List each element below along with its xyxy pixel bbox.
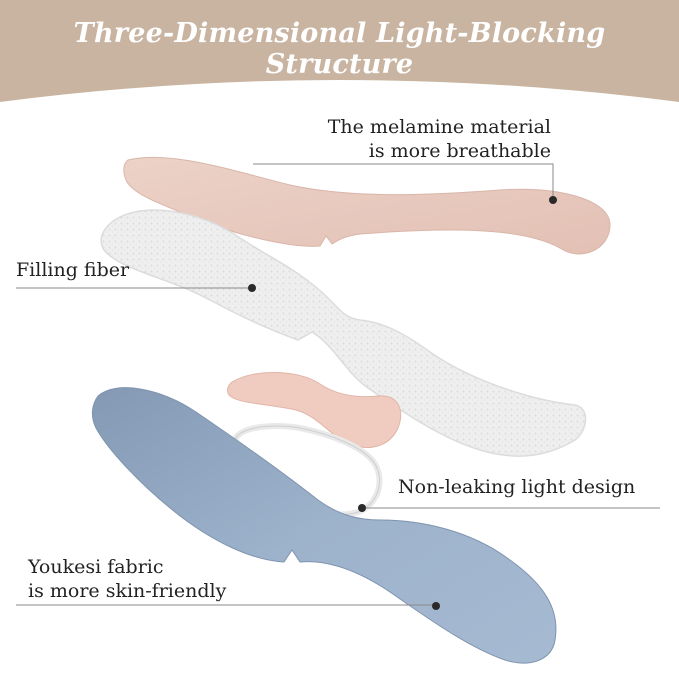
- youkesi-dot: [432, 602, 440, 610]
- filling-label-line1: Filling fiber: [16, 259, 130, 281]
- header-title: Three-Dimensional Light-Blocking Structu…: [73, 18, 606, 80]
- melamine-label-line1: The melamine material: [327, 116, 551, 138]
- melamine-label: The melamine material is more breathable: [328, 115, 551, 163]
- youkesi-fabric-layer: [91, 387, 557, 664]
- header-band: [0, 0, 679, 102]
- youkesi-label-line2: is more skin-friendly: [28, 580, 227, 602]
- filling-dot: [248, 284, 256, 292]
- filling-label: Filling fiber: [16, 258, 129, 282]
- non-leaking-label: Non-leaking light design: [398, 475, 635, 499]
- leader-lines: [16, 163, 660, 606]
- filling-fiber-layer: [100, 209, 587, 457]
- melamine-label-line2: is more breathable: [368, 140, 551, 162]
- non-leaking-dot: [358, 504, 366, 512]
- inner-pad: [227, 372, 402, 448]
- youkesi-label: Youkesi fabric is more skin-friendly: [28, 555, 226, 603]
- melamine-dot: [549, 196, 557, 204]
- youkesi-label-line1: Youkesi fabric: [28, 556, 164, 578]
- non-leaking-label-line1: Non-leaking light design: [398, 476, 636, 498]
